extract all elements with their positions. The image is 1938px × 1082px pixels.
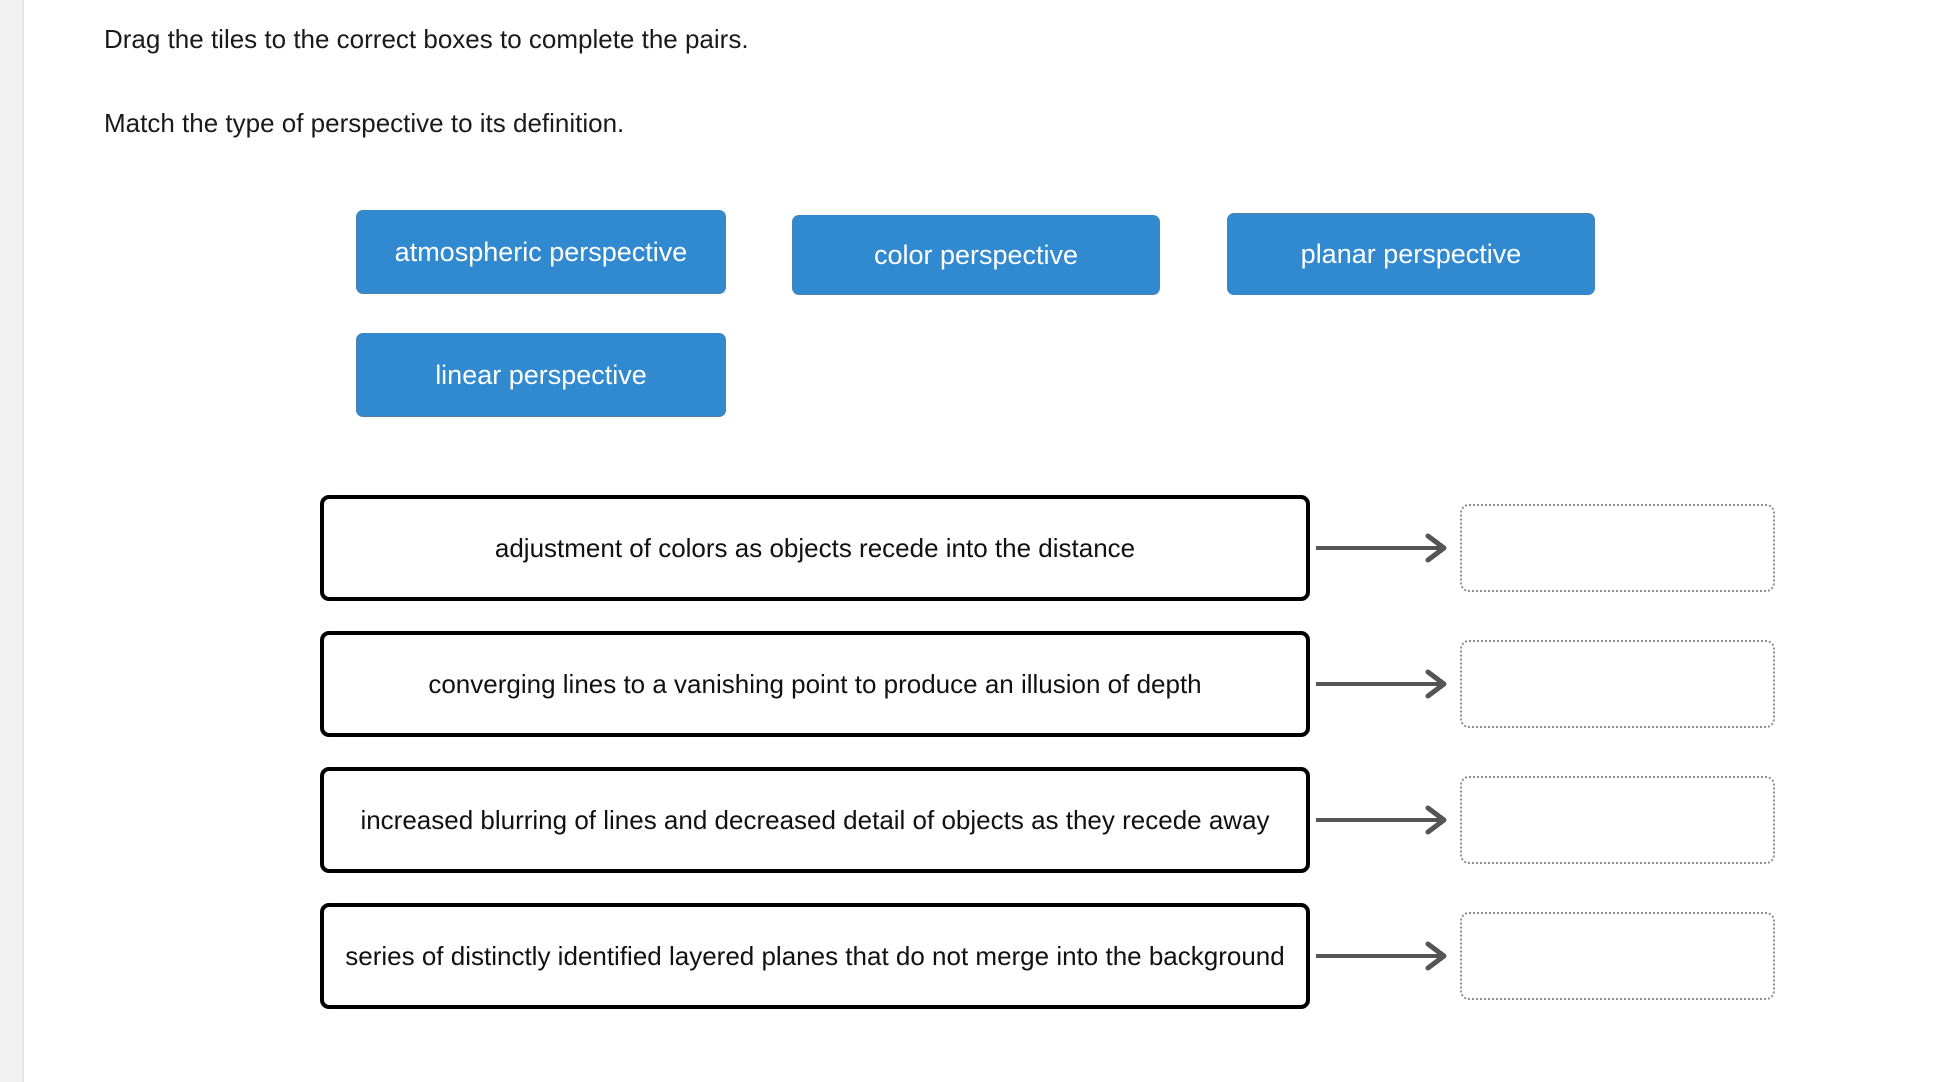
dropzone[interactable] bbox=[1460, 504, 1775, 592]
definition-box: increased blurring of lines and decrease… bbox=[320, 767, 1310, 873]
arrow-right-icon bbox=[1316, 533, 1447, 563]
tile-row-2: linear perspective bbox=[356, 333, 1616, 417]
dropzone[interactable] bbox=[1460, 912, 1775, 1000]
arrow-right-icon bbox=[1316, 805, 1447, 835]
tile-atmospheric-perspective[interactable]: atmospheric perspective bbox=[356, 210, 726, 294]
match-area: adjustment of colors as objects recede i… bbox=[320, 495, 1780, 1039]
tile-planar-perspective[interactable]: planar perspective bbox=[1227, 213, 1595, 295]
instructions-block: Drag the tiles to the correct boxes to c… bbox=[104, 22, 1504, 140]
definition-box: converging lines to a vanishing point to… bbox=[320, 631, 1310, 737]
tile-linear-perspective[interactable]: linear perspective bbox=[356, 333, 726, 417]
tile-tray: atmospheric perspective color perspectiv… bbox=[356, 210, 1616, 417]
connector bbox=[1310, 631, 1460, 737]
match-row: series of distinctly identified layered … bbox=[320, 903, 1780, 1009]
match-row: converging lines to a vanishing point to… bbox=[320, 631, 1780, 737]
match-row: adjustment of colors as objects recede i… bbox=[320, 495, 1780, 601]
connector bbox=[1310, 767, 1460, 873]
definition-box: adjustment of colors as objects recede i… bbox=[320, 495, 1310, 601]
definition-box: series of distinctly identified layered … bbox=[320, 903, 1310, 1009]
instruction-drag-tiles: Drag the tiles to the correct boxes to c… bbox=[104, 24, 749, 54]
dropzone[interactable] bbox=[1460, 640, 1775, 728]
tile-color-perspective[interactable]: color perspective bbox=[792, 215, 1160, 295]
match-row: increased blurring of lines and decrease… bbox=[320, 767, 1780, 873]
tile-row-1: atmospheric perspective color perspectiv… bbox=[356, 210, 1616, 295]
connector bbox=[1310, 903, 1460, 1009]
left-gutter-divider bbox=[22, 0, 24, 1082]
arrow-right-icon bbox=[1316, 941, 1447, 971]
dropzone[interactable] bbox=[1460, 776, 1775, 864]
connector bbox=[1310, 495, 1460, 601]
left-gutter bbox=[0, 0, 22, 1082]
arrow-right-icon bbox=[1316, 669, 1447, 699]
instruction-match-prompt: Match the type of perspective to its def… bbox=[104, 108, 625, 138]
